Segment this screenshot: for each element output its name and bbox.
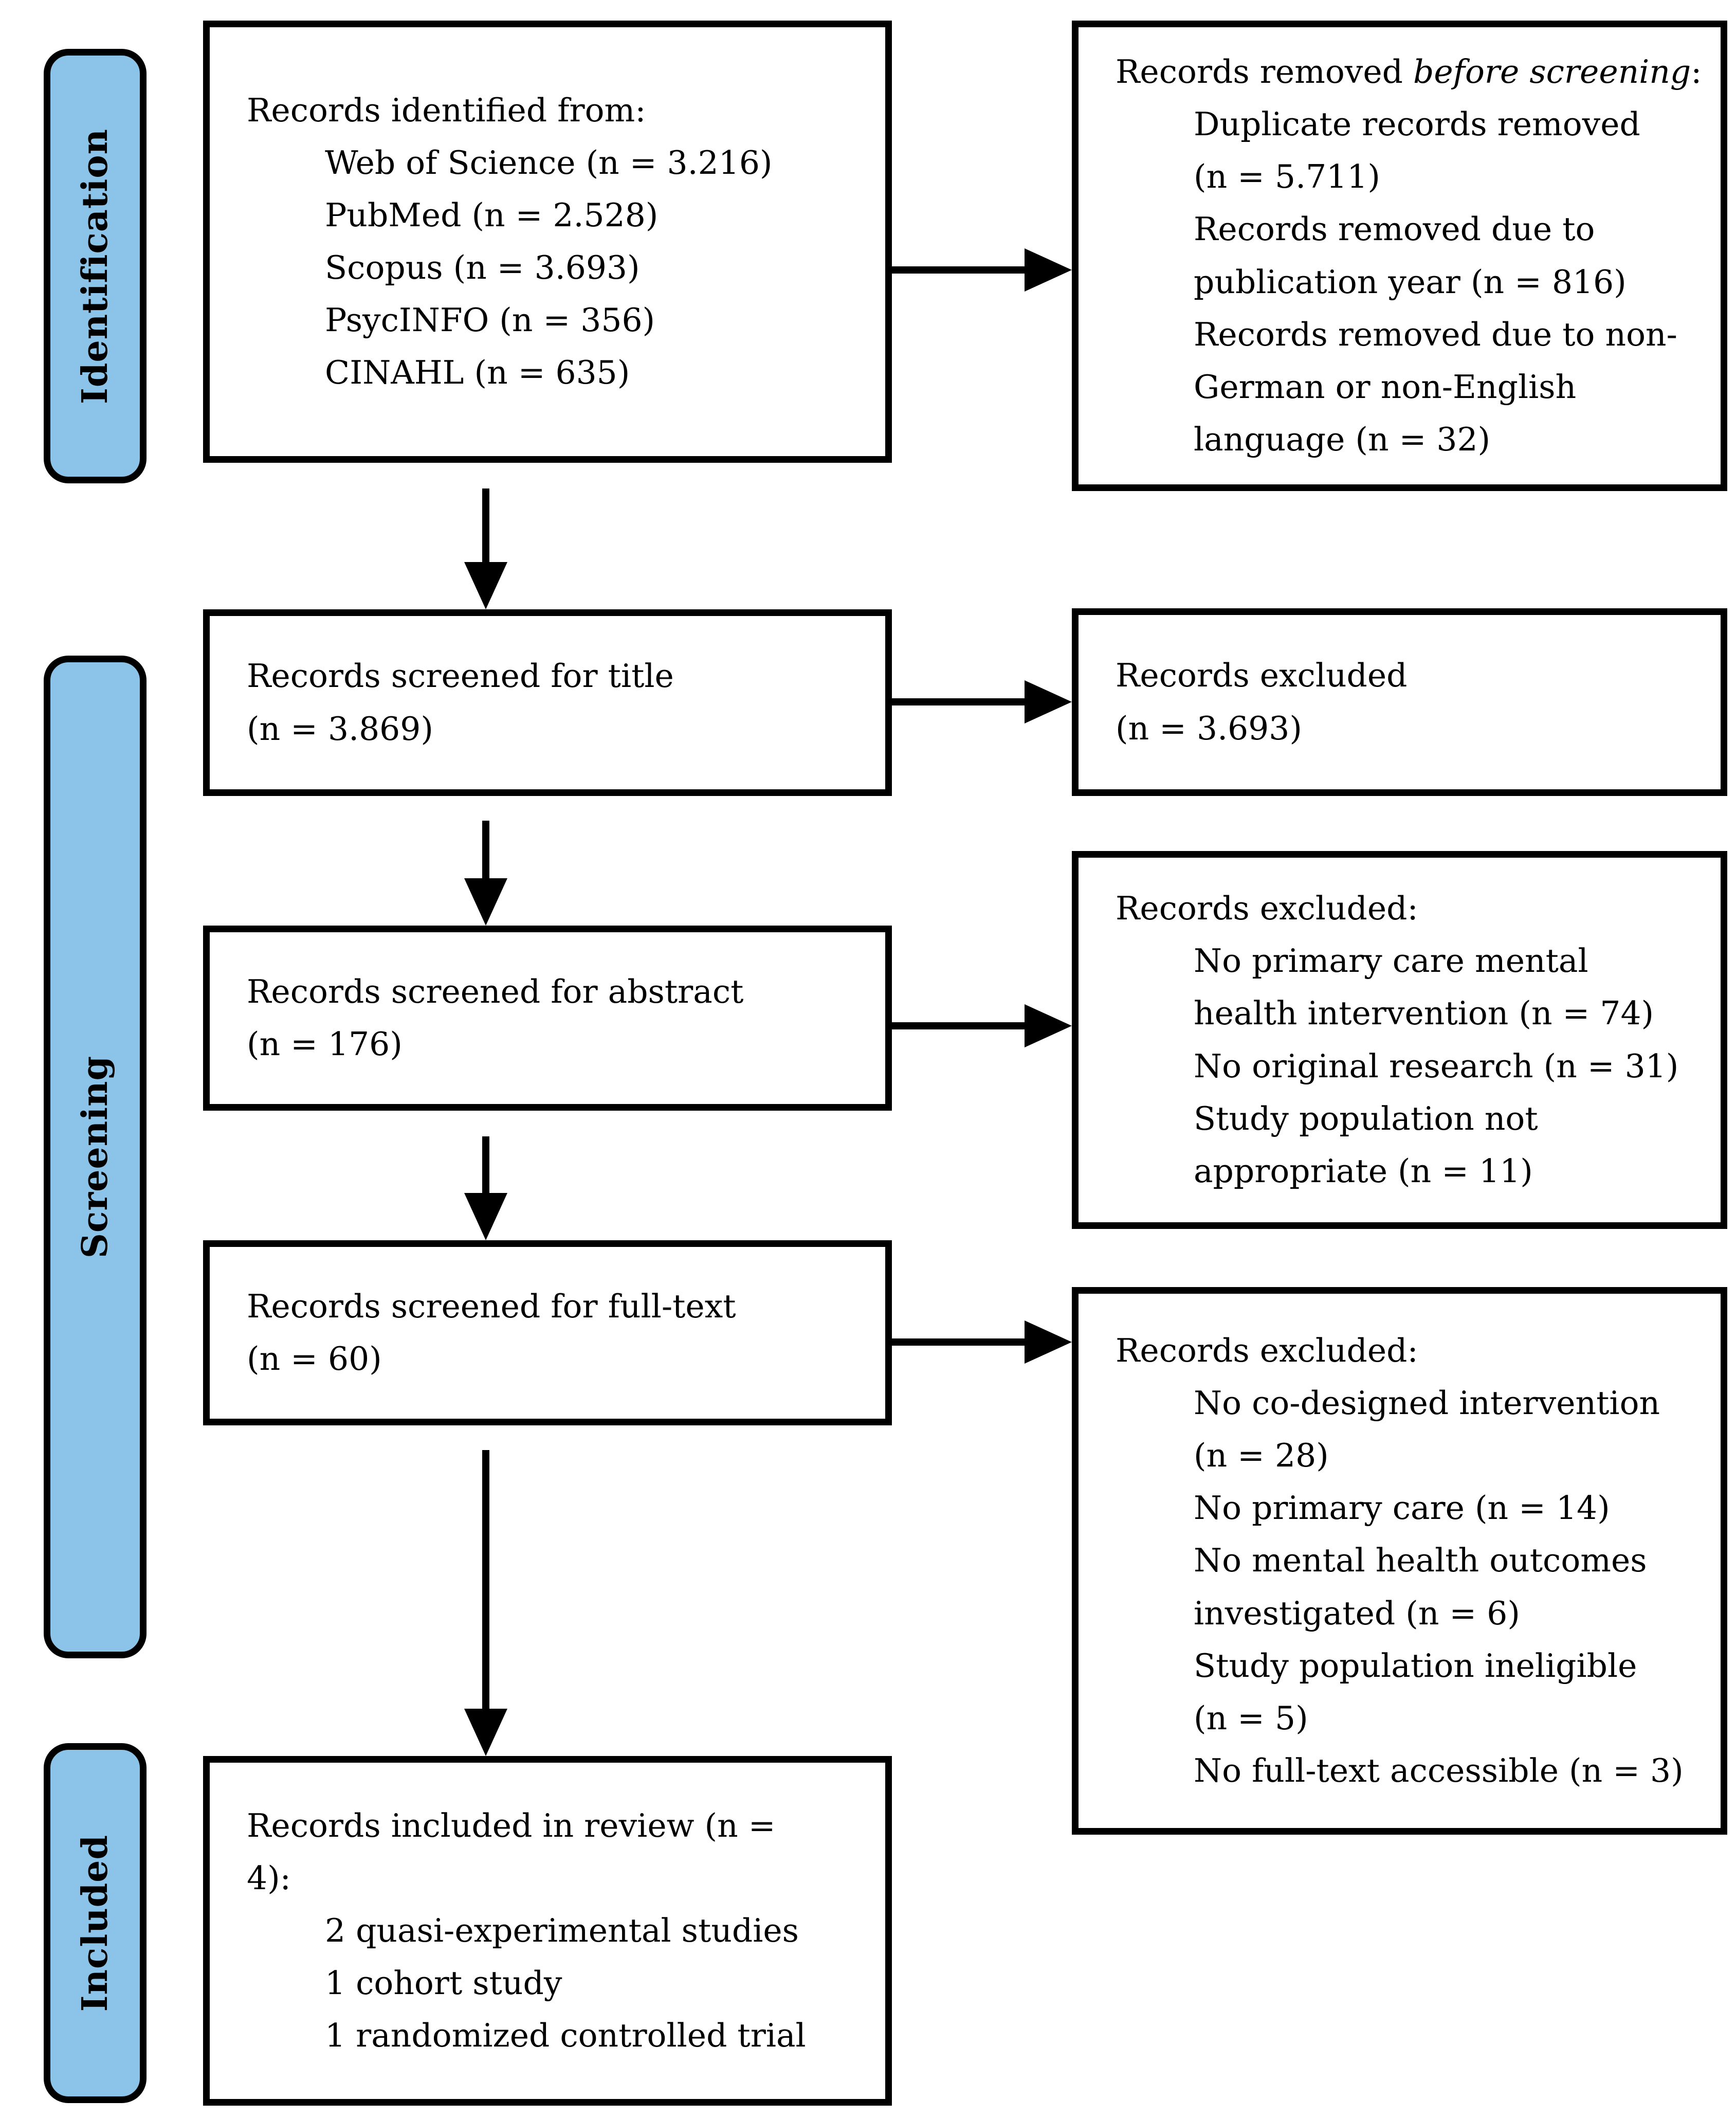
included-rct: 1 randomized controlled trial xyxy=(325,2017,806,2055)
arrow-fulltext-to-excluded-shaft xyxy=(892,1338,1027,1346)
arrow-identified-to-removed-head xyxy=(1025,248,1072,292)
included-quasi-experimental: 2 quasi-experimental studies xyxy=(325,1911,799,1949)
excluded-abstract-title: Records excluded: xyxy=(1116,890,1418,928)
source-psycinfo: PsycINFO (n = 356) xyxy=(325,301,655,339)
screened-title-line1: Records screened for title xyxy=(247,657,674,695)
arrow-title-to-abstract-shaft xyxy=(482,821,489,880)
screened-abstract-line2: (n = 176) xyxy=(247,1025,403,1063)
removed-language-line2: German or non-English xyxy=(1194,368,1577,406)
removed-pubyear-line1: Records removed due to xyxy=(1194,210,1595,248)
excluded-fulltext-title: Records excluded: xyxy=(1116,1332,1418,1370)
included-title-line2: 4): xyxy=(247,1859,291,1897)
source-cinahl: CINAHL (n = 635) xyxy=(325,354,630,392)
box-records-included: Records included in review (n = 4): 2 qu… xyxy=(203,1756,892,2106)
arrow-title-to-excluded-shaft xyxy=(892,698,1027,705)
screened-title-line2: (n = 3.869) xyxy=(247,710,433,748)
box-records-screened-fulltext: Records screened for full-text (n = 60) xyxy=(203,1240,892,1425)
source-web-of-science: Web of Science (n = 3.216) xyxy=(325,143,773,182)
arrow-fulltext-to-included-shaft xyxy=(482,1450,489,1711)
excluded-population-not-appropriate-line2: appropriate (n = 11) xyxy=(1194,1152,1533,1190)
excluded-population-ineligible-line1: Study population ineligible xyxy=(1194,1646,1637,1685)
included-cohort-study: 1 cohort study xyxy=(325,1964,562,2002)
removed-language-line3: language (n = 32) xyxy=(1194,420,1491,458)
screened-fulltext-line2: (n = 60) xyxy=(247,1340,382,1378)
box-records-excluded-fulltext: Records excluded: No co-designed interve… xyxy=(1072,1287,1727,1835)
removed-pubyear-line2: publication year (n = 816) xyxy=(1194,263,1627,301)
excluded-no-original-research: No original research (n = 31) xyxy=(1194,1047,1679,1085)
arrow-fulltext-to-excluded-head xyxy=(1025,1320,1072,1364)
removed-language-line1: Records removed due to non- xyxy=(1194,315,1677,353)
screened-fulltext-line1: Records screened for full-text xyxy=(247,1287,736,1325)
arrow-identified-to-title-shaft xyxy=(482,488,489,564)
excluded-no-mh-outcomes-line1: No mental health outcomes xyxy=(1194,1542,1647,1580)
excluded-title-line1: Records excluded xyxy=(1116,657,1408,695)
arrow-abstract-to-fulltext-shaft xyxy=(482,1136,489,1195)
screened-abstract-line1: Records screened for abstract xyxy=(247,972,744,1010)
excluded-population-ineligible-line2: (n = 5) xyxy=(1194,1699,1308,1737)
stage-included-label: Included xyxy=(75,1834,116,2012)
box-records-excluded-title: Records excluded (n = 3.693) xyxy=(1072,608,1727,796)
stage-identification-pill: Identification xyxy=(44,49,147,483)
excluded-population-not-appropriate-line1: Study population not xyxy=(1194,1099,1538,1137)
arrow-title-to-excluded-head xyxy=(1025,680,1072,723)
excluded-title-line2: (n = 3.693) xyxy=(1116,709,1302,747)
box-records-removed-before-screening: Records removed before screening: Duplic… xyxy=(1072,21,1727,491)
removed-duplicates-line2: (n = 5.711) xyxy=(1194,158,1380,196)
stage-identification-label: Identification xyxy=(75,128,116,404)
removed-duplicates-line1: Duplicate records removed xyxy=(1194,105,1640,143)
records-removed-title-suffix: : xyxy=(1691,53,1702,91)
excluded-no-codesign-line2: (n = 28) xyxy=(1194,1437,1329,1475)
source-scopus: Scopus (n = 3.693) xyxy=(325,249,640,286)
records-identified-title: Records identified from: xyxy=(247,91,646,129)
arrow-fulltext-to-included-head xyxy=(464,1709,507,1756)
excluded-no-fulltext-accessible: No full-text accessible (n = 3) xyxy=(1194,1751,1684,1789)
stage-included-pill: Included xyxy=(44,1743,147,2103)
records-removed-title-prefix: Records removed xyxy=(1116,53,1414,91)
arrow-identified-to-title-head xyxy=(464,562,507,609)
arrow-abstract-to-excluded-shaft xyxy=(892,1022,1027,1029)
included-title-line1: Records included in review (n = xyxy=(247,1806,776,1844)
box-records-identified: Records identified from: Web of Science … xyxy=(203,21,892,463)
records-removed-title-emphasis: before screening xyxy=(1413,53,1691,91)
excluded-no-primary-care: No primary care (n = 14) xyxy=(1194,1489,1610,1527)
excluded-no-primary-care-mh-line2: health intervention (n = 74) xyxy=(1194,994,1654,1033)
records-removed-title: Records removed before screening: xyxy=(1116,46,1702,98)
box-records-excluded-abstract: Records excluded: No primary care mental… xyxy=(1072,851,1727,1229)
excluded-no-primary-care-mh-line1: No primary care mental xyxy=(1194,942,1588,980)
excluded-no-mh-outcomes-line2: investigated (n = 6) xyxy=(1194,1594,1520,1632)
arrow-identified-to-removed-shaft xyxy=(892,266,1027,274)
arrow-abstract-to-fulltext-head xyxy=(464,1193,507,1240)
box-records-screened-title: Records screened for title (n = 3.869) xyxy=(203,609,892,796)
arrow-abstract-to-excluded-head xyxy=(1025,1004,1072,1047)
arrow-title-to-abstract-head xyxy=(464,878,507,926)
box-records-screened-abstract: Records screened for abstract (n = 176) xyxy=(203,926,892,1111)
stage-screening-label: Screening xyxy=(75,1055,116,1259)
excluded-no-codesign-line1: No co-designed intervention xyxy=(1194,1384,1660,1422)
stage-screening-pill: Screening xyxy=(44,656,147,1658)
source-pubmed: PubMed (n = 2.528) xyxy=(325,196,659,234)
